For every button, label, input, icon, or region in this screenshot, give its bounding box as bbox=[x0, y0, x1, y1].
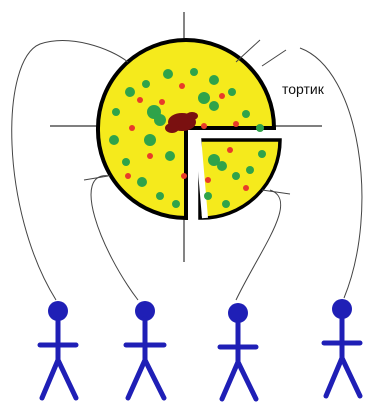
person-icon bbox=[324, 299, 360, 396]
cake-slice bbox=[200, 140, 280, 218]
cake-label: тортик bbox=[282, 81, 325, 97]
person-icon bbox=[220, 303, 256, 399]
people bbox=[40, 299, 360, 399]
person-icon bbox=[40, 301, 76, 398]
cake-icon bbox=[98, 40, 280, 218]
person-icon bbox=[126, 301, 164, 398]
